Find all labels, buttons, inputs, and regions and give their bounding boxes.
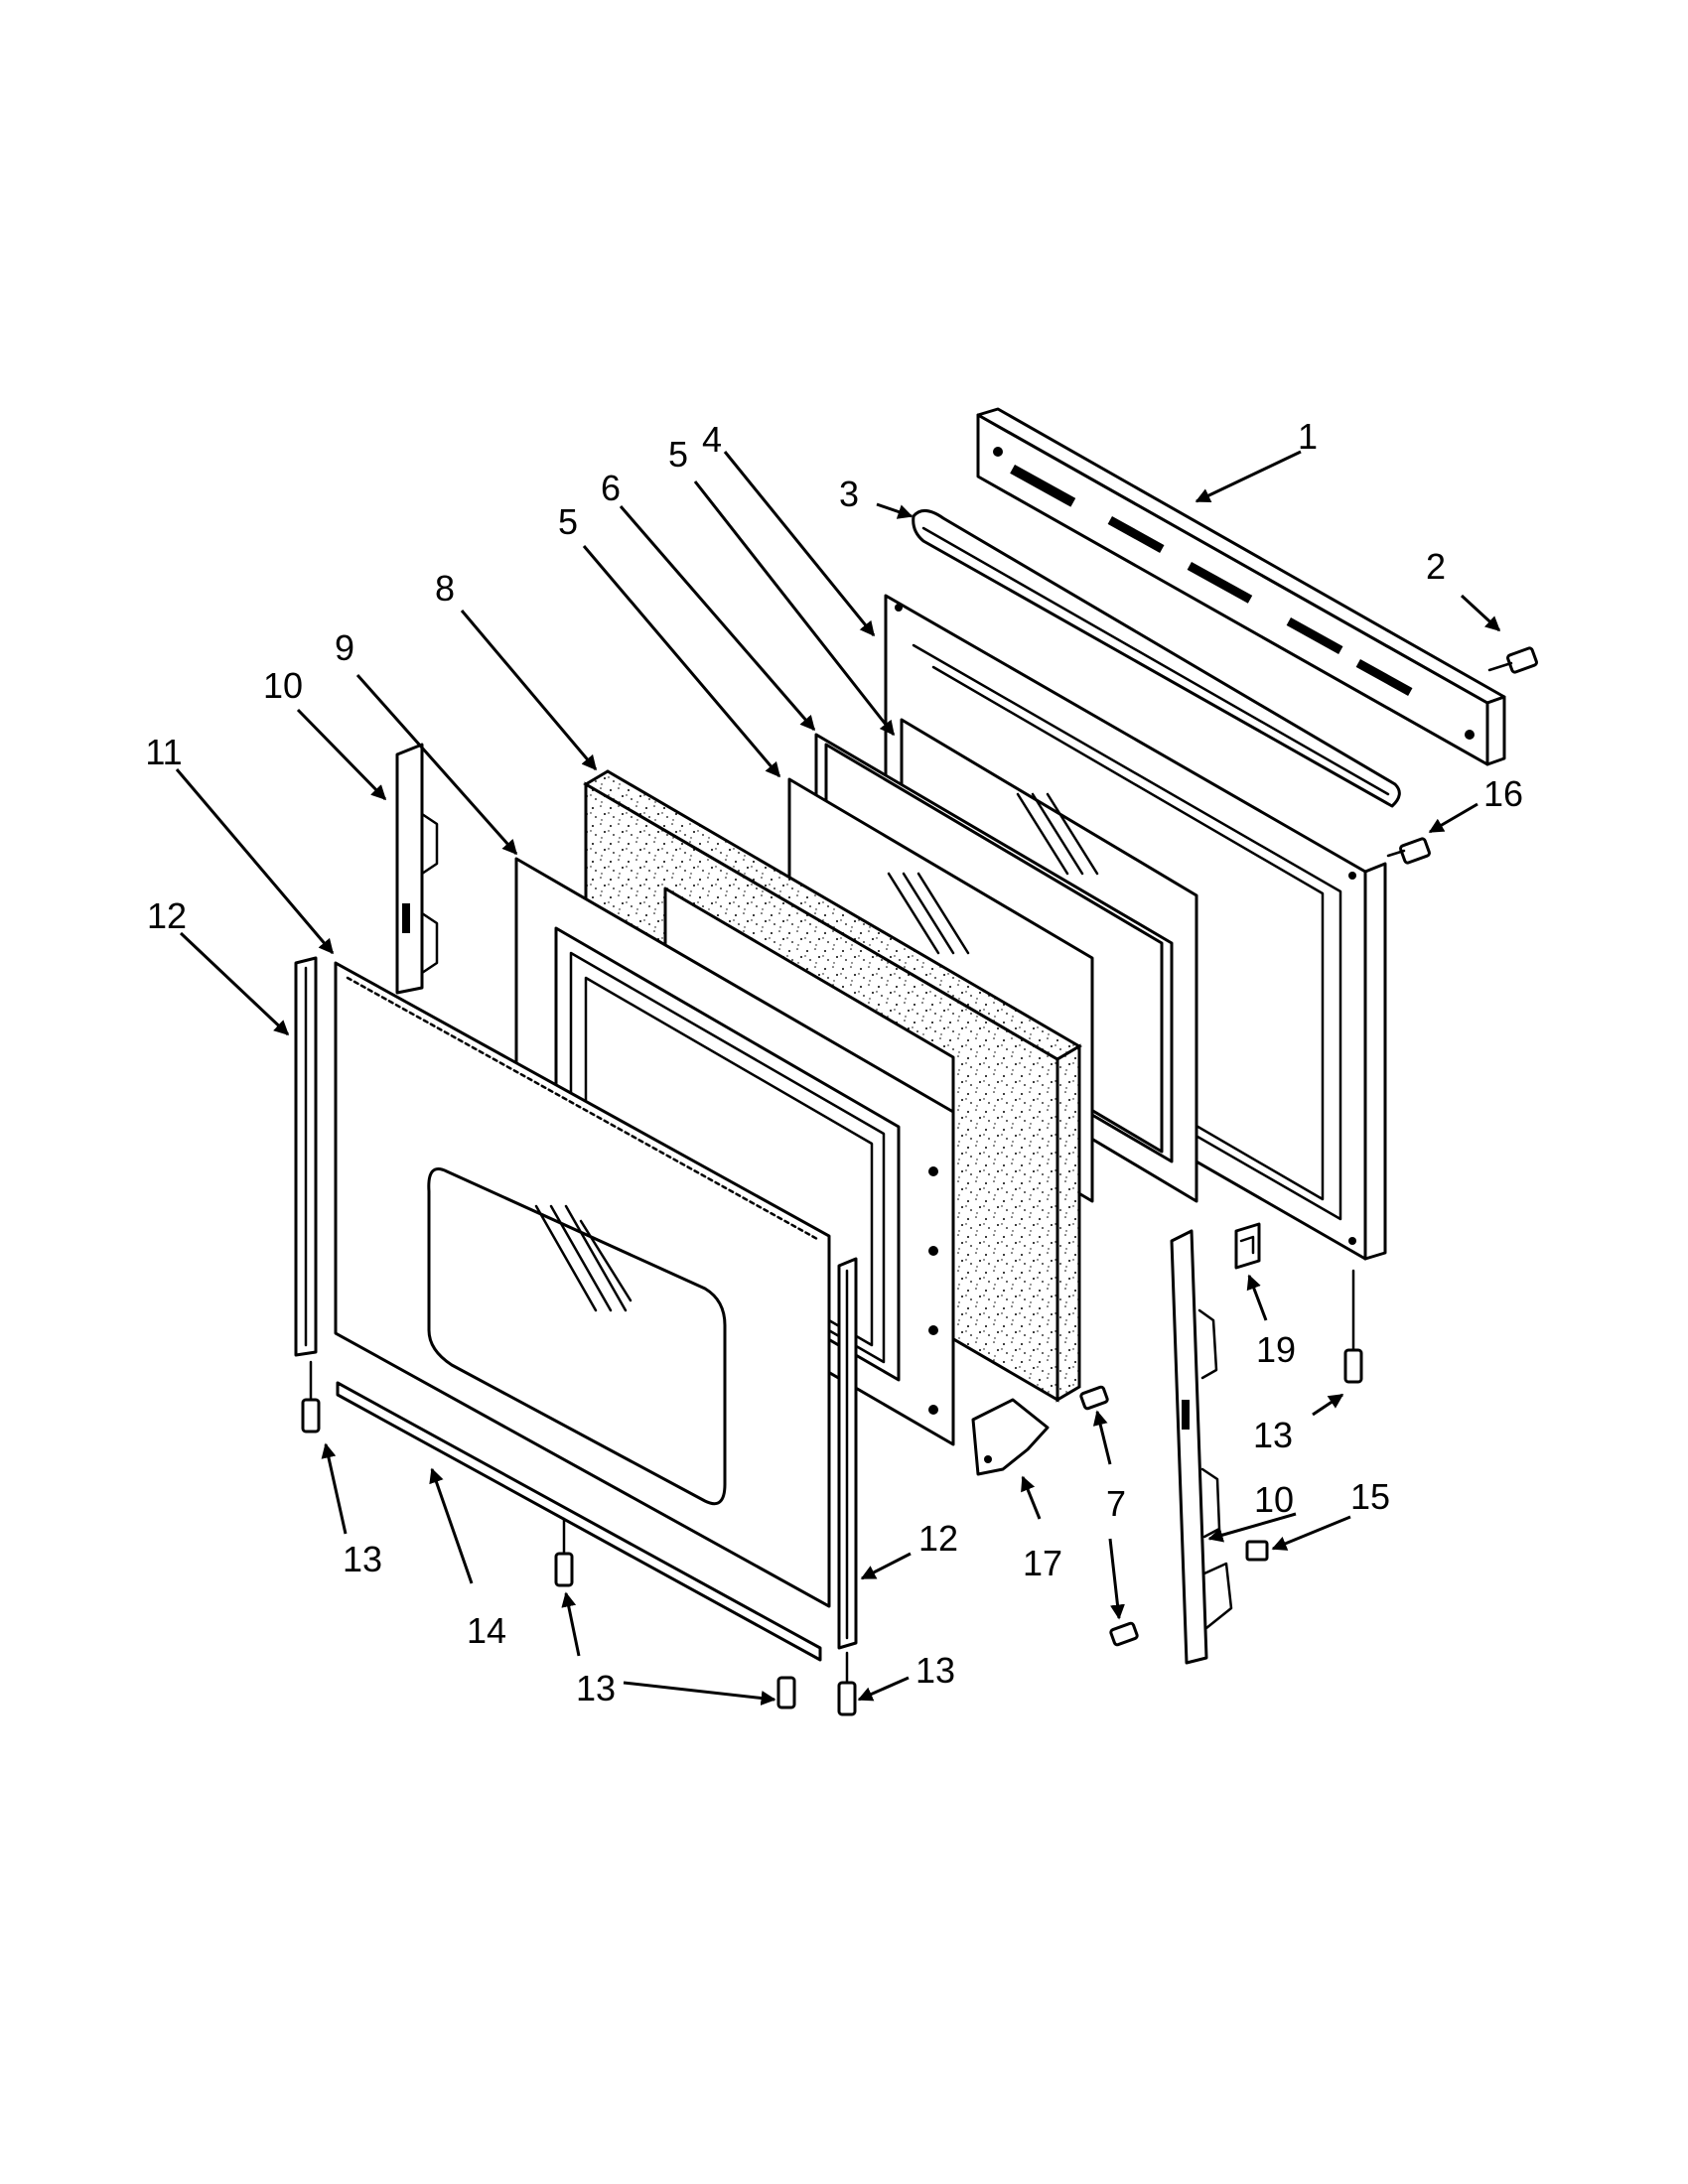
part-14-bottom-trim xyxy=(336,1381,822,1662)
leader-5b xyxy=(582,545,781,778)
leader-4 xyxy=(723,451,876,637)
part-7-screw-lower xyxy=(1109,1621,1139,1647)
part-15-clip xyxy=(1245,1540,1269,1562)
callout-7: 7 xyxy=(1106,1483,1126,1524)
part-10-hinge-channel-left xyxy=(395,743,439,995)
leader-11 xyxy=(175,768,335,955)
leader-3 xyxy=(876,502,914,519)
part-19-clip xyxy=(1234,1222,1261,1270)
callout-10a: 10 xyxy=(263,665,303,706)
callout-4: 4 xyxy=(702,419,722,460)
callout-3: 3 xyxy=(839,474,859,514)
part-12-side-trim-right xyxy=(837,1257,858,1650)
leader-8 xyxy=(460,610,598,771)
leader-5a xyxy=(693,480,896,737)
callout-19: 19 xyxy=(1256,1329,1296,1370)
part-13-screw-left xyxy=(301,1360,321,1433)
part-1-control-panel-trim xyxy=(976,407,1506,766)
leader-17 xyxy=(1021,1475,1042,1520)
part-13-screw-bottom xyxy=(776,1676,796,1709)
leader-10b xyxy=(1207,1512,1297,1543)
leader-13c xyxy=(561,1591,581,1657)
leader-14 xyxy=(429,1467,474,1584)
callout-13c: 13 xyxy=(576,1668,616,1708)
callout-12b: 12 xyxy=(918,1518,958,1559)
part-3-trim-strip xyxy=(912,509,1401,808)
leader-7a xyxy=(1092,1410,1112,1465)
leader-9 xyxy=(355,674,518,856)
leader-1 xyxy=(1195,450,1302,503)
leader-13d xyxy=(623,1681,776,1706)
leader-6 xyxy=(619,505,816,732)
leader-15 xyxy=(1271,1515,1351,1551)
callout-14: 14 xyxy=(467,1610,506,1651)
callout-13d: 13 xyxy=(915,1650,955,1691)
leader-12a xyxy=(179,931,290,1036)
part-2-screw xyxy=(1487,646,1538,674)
callout-15: 15 xyxy=(1350,1476,1390,1517)
leader-7b xyxy=(1108,1538,1125,1620)
callout-5a: 5 xyxy=(668,434,688,475)
callout-labels: 1 2 3 4 5 6 5 8 9 10 11 12 16 19 13 7 17… xyxy=(145,416,1523,1708)
callout-17: 17 xyxy=(1023,1543,1062,1583)
callout-8: 8 xyxy=(435,568,455,609)
leader-arrows xyxy=(175,450,1501,1706)
part-16-screw xyxy=(1386,837,1431,865)
leader-16 xyxy=(1428,802,1478,834)
part-17-bracket xyxy=(971,1398,1050,1476)
part-12-side-trim-left xyxy=(294,956,318,1357)
callout-13a: 13 xyxy=(1253,1415,1293,1455)
callout-5b: 5 xyxy=(558,501,578,542)
part-10-hinge-channel-right xyxy=(1170,1229,1233,1665)
leader-19 xyxy=(1246,1274,1268,1321)
leader-13e xyxy=(857,1676,910,1702)
leader-12b xyxy=(860,1552,912,1580)
part-13-screw-right-upper xyxy=(1343,1269,1363,1384)
callout-13b: 13 xyxy=(343,1539,382,1579)
leader-10a xyxy=(296,708,387,801)
part-13-screw-center xyxy=(554,1517,574,1587)
leader-2 xyxy=(1460,594,1501,632)
callout-9: 9 xyxy=(335,627,354,668)
part-7-screw-upper xyxy=(1079,1385,1109,1411)
part-11-outer-door-panel xyxy=(334,961,831,1608)
part-13-screw-right-lower xyxy=(837,1651,857,1716)
callout-10b: 10 xyxy=(1254,1479,1294,1520)
callout-12a: 12 xyxy=(147,895,187,936)
callout-6: 6 xyxy=(601,468,621,508)
callout-11: 11 xyxy=(145,732,182,772)
leader-13b xyxy=(321,1442,348,1535)
callout-16: 16 xyxy=(1483,773,1523,814)
callout-2: 2 xyxy=(1426,546,1446,587)
leader-13a xyxy=(1312,1393,1344,1417)
callout-1: 1 xyxy=(1298,416,1318,457)
